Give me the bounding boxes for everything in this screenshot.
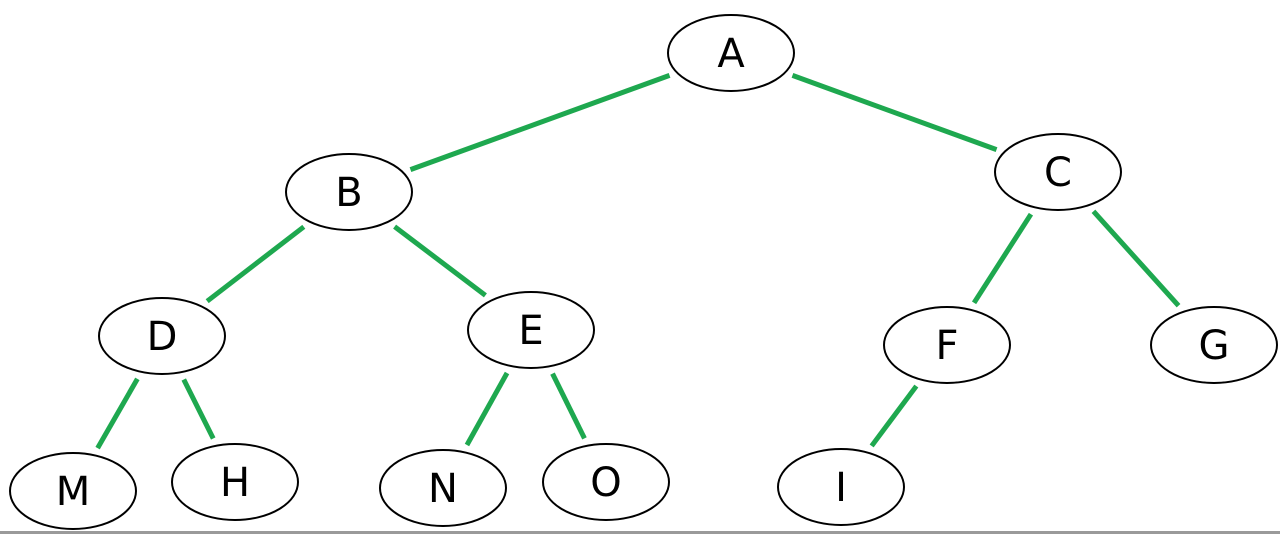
node-e: E [467,291,595,369]
node-a: A [667,14,795,92]
node-label-b: B [335,170,362,216]
node-i: I [777,448,905,526]
node-h: H [171,443,299,521]
node-label-e: E [518,308,543,354]
edge-c-g [1091,209,1181,308]
node-ellipse-e [467,291,595,369]
edge-e-o [550,372,587,440]
node-label-i: I [835,465,847,511]
node-ellipse-d [98,297,226,375]
node-label-c: C [1044,150,1072,196]
node-ellipse-m [9,452,137,530]
node-label-a: A [717,31,745,77]
node-ellipse-b [285,153,413,231]
node-ellipse-a [667,14,795,92]
node-f: F [883,306,1011,384]
edge-c-f [971,212,1034,305]
node-ellipse-n [379,449,507,527]
node-ellipse-c [994,133,1122,211]
edge-f-i [869,384,919,448]
node-label-n: N [428,466,458,512]
node-ellipse-o [542,443,670,521]
node-ellipse-f [883,306,1011,384]
node-g: G [1150,306,1278,384]
edge-a-c [791,73,998,152]
node-d: D [98,297,226,375]
node-m: M [9,452,137,530]
node-o: O [542,443,670,521]
node-ellipse-i [777,448,905,526]
edge-d-h [181,378,216,440]
node-n: N [379,449,507,527]
node-c: C [994,133,1122,211]
node-label-m: M [56,469,91,515]
edge-d-m [95,377,140,450]
node-label-f: F [935,323,958,369]
edge-b-e [393,224,487,298]
node-label-d: D [147,314,178,360]
node-ellipse-h [171,443,299,521]
node-label-h: H [220,460,250,506]
edge-a-b [409,73,671,172]
edge-e-n [464,371,510,447]
bottom-border [0,531,1280,534]
edges-layer [95,73,1181,450]
nodes-layer: A B C D E F G M H N O I [9,14,1278,530]
node-ellipse-g [1150,306,1278,384]
node-b: B [285,153,413,231]
edge-b-d [205,224,306,304]
node-label-g: G [1199,323,1230,369]
node-label-o: O [590,460,621,506]
